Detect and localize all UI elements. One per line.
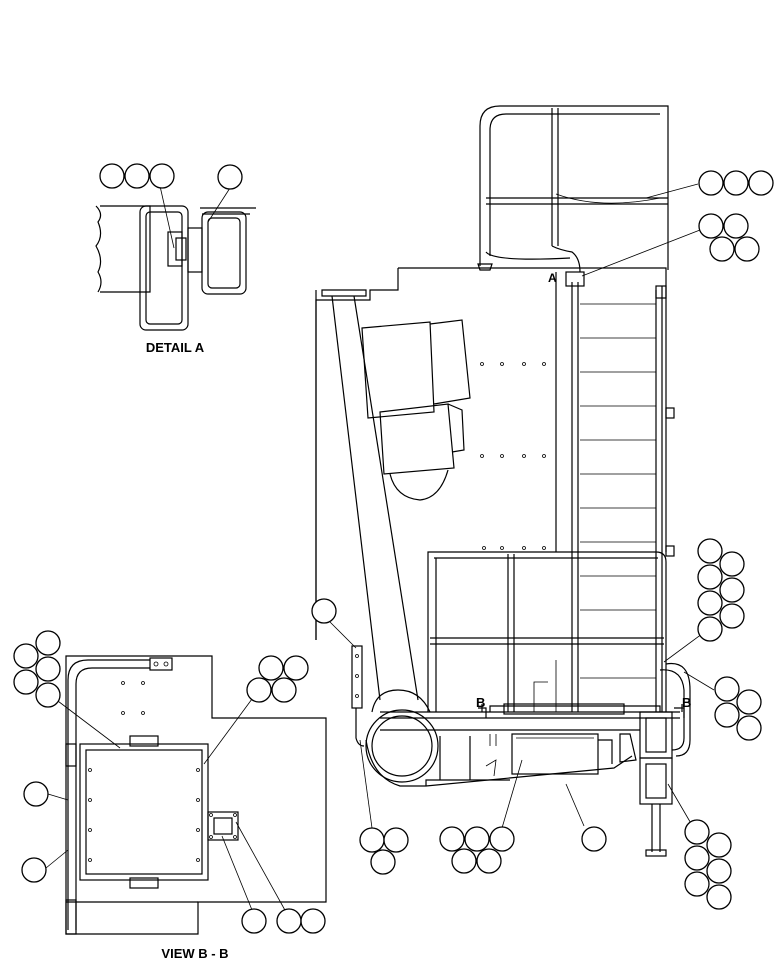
callout-bubble: [383, 827, 409, 853]
callout-bubble: [723, 170, 749, 196]
section-marker-b-right: B: [682, 695, 691, 710]
callout-bubble: [23, 781, 49, 807]
callout-bubble: [359, 827, 385, 853]
callout-bubble: [697, 564, 723, 590]
callout-bubble: [736, 715, 762, 741]
detail-a: DETAIL A: [95, 163, 256, 355]
callout-bubble: [706, 884, 732, 910]
callout-bubble: [276, 908, 302, 934]
callout-bubble: [719, 577, 745, 603]
callout-bubble: [684, 871, 710, 897]
callout-bubble: [439, 826, 465, 852]
callout-bubble: [684, 819, 710, 845]
callout-bubble: [271, 677, 297, 703]
callout-bubble: [300, 908, 326, 934]
callout-bubble: [697, 538, 723, 564]
callout-bubble: [35, 682, 61, 708]
callout-bubble: [35, 630, 61, 656]
section-marker-b-left: B: [476, 695, 485, 710]
callout-bubble: [13, 669, 39, 695]
callout-bubble: [748, 170, 774, 196]
callout-bubble: [99, 163, 125, 189]
callout-bubble: [489, 826, 515, 852]
callout-bubble: [464, 826, 490, 852]
callout-bubble: [736, 689, 762, 715]
callout-bubble: [241, 908, 267, 934]
callout-bubble: [714, 676, 740, 702]
detail-a-marker: A: [548, 271, 557, 285]
callout-bubble: [124, 163, 150, 189]
callout-bubble: [698, 170, 724, 196]
callout-bubble: [311, 598, 337, 624]
callout-bubble: [719, 551, 745, 577]
callout-bubble: [697, 616, 723, 642]
callout-bubble: [734, 236, 760, 262]
callout-bubble: [706, 832, 732, 858]
callout-bubble: [258, 655, 284, 681]
callout-bubble: [714, 702, 740, 728]
callout-bubble: [684, 845, 710, 871]
callout-bubble: [283, 655, 309, 681]
callout-bubble: [709, 236, 735, 262]
callout-bubble: [698, 213, 724, 239]
callout-bubble: [13, 643, 39, 669]
callout-bubble: [370, 849, 396, 875]
view-bb-title: VIEW B - B: [161, 946, 228, 961]
main-view: A: [311, 105, 774, 910]
detail-a-title: DETAIL A: [146, 340, 205, 355]
callout-bubble: [697, 590, 723, 616]
callout-bubble: [476, 848, 502, 874]
callout-bubble: [719, 603, 745, 629]
callout-bubble: [246, 677, 272, 703]
callout-bubble: [21, 857, 47, 883]
callout-bubble: [723, 213, 749, 239]
callout-bubble: [217, 164, 243, 190]
callout-bubble: [706, 858, 732, 884]
callout-bubble: [149, 163, 175, 189]
callout-bubble: [35, 656, 61, 682]
callout-bubble: [451, 848, 477, 874]
view-b-b: VIEW B - B: [13, 630, 327, 961]
callout-bubble: [581, 826, 607, 852]
